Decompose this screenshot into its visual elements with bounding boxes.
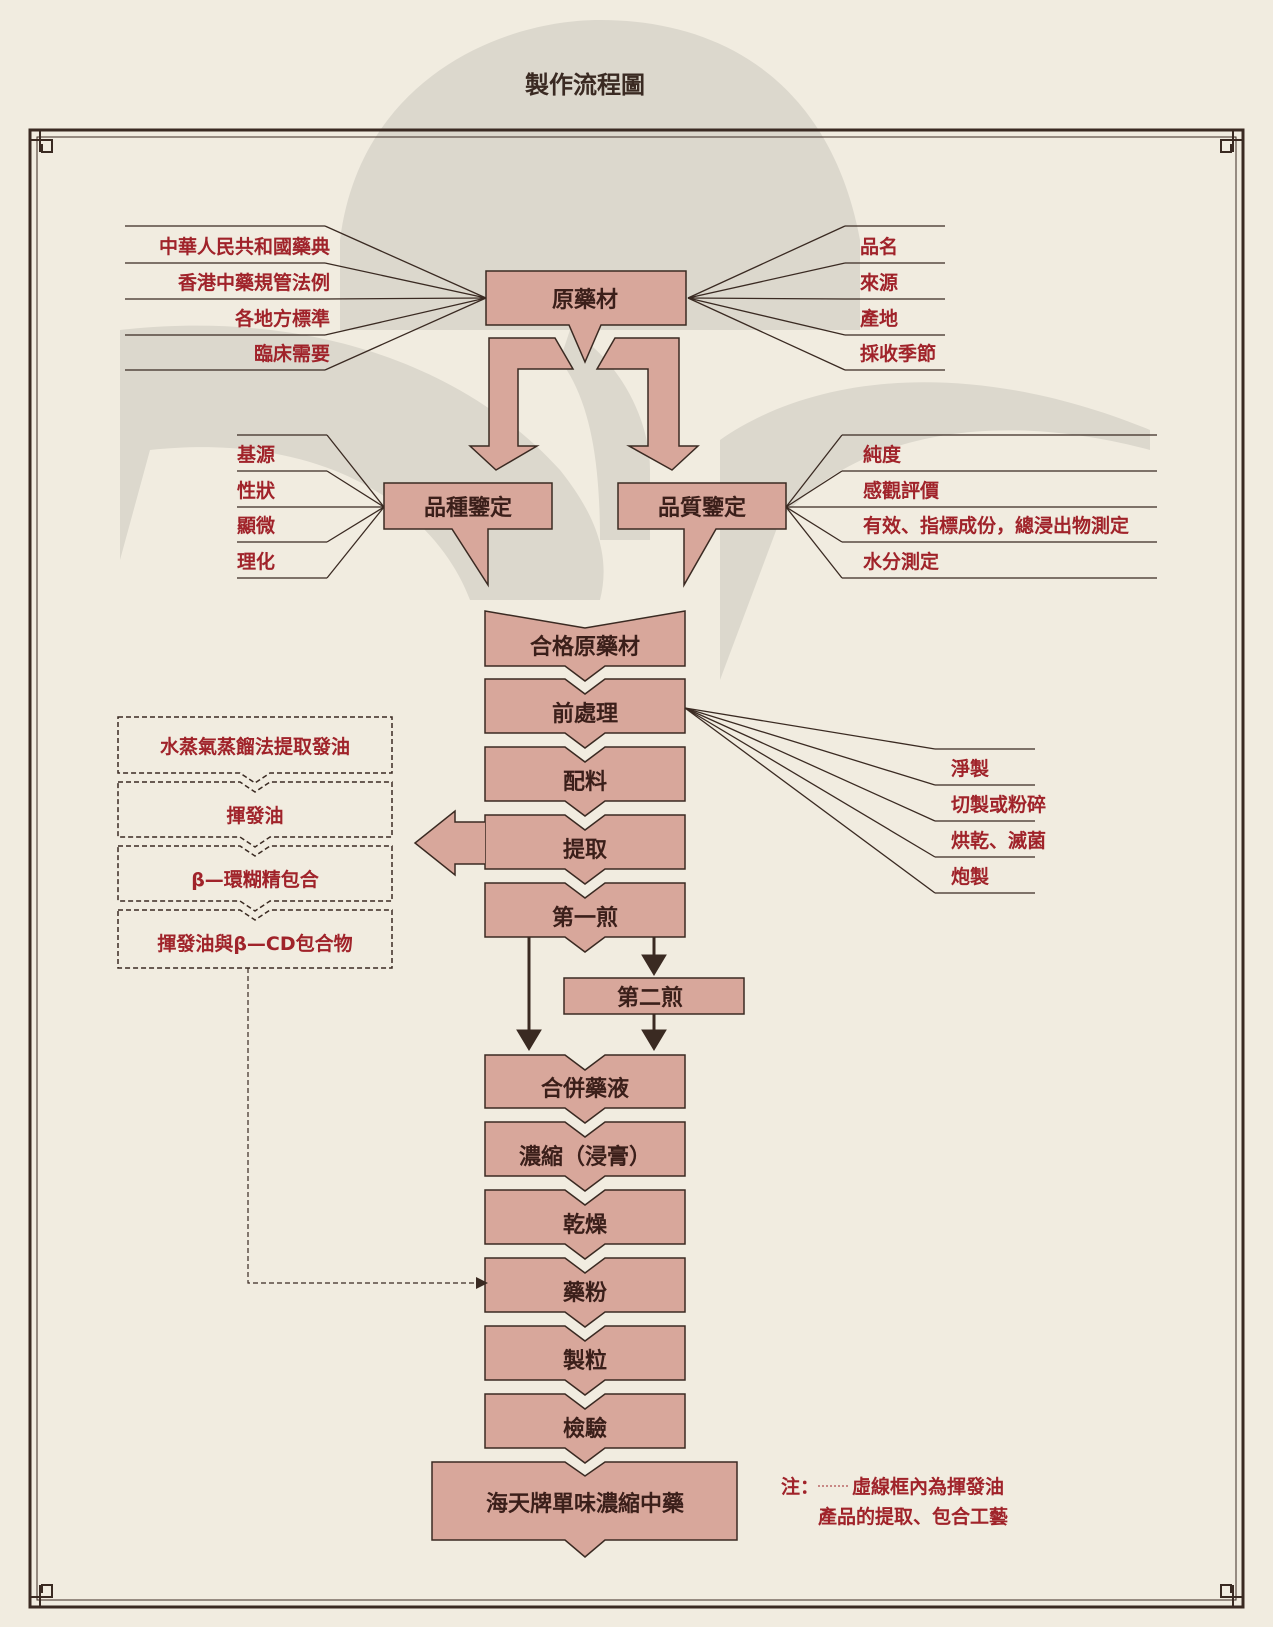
step-powder-shape xyxy=(484,1257,686,1328)
outer-frame xyxy=(28,128,1245,1609)
main-chain xyxy=(431,610,738,1558)
step-granulation-label: 製粒 xyxy=(562,1348,607,1374)
species-id-connectors xyxy=(237,434,385,579)
left-standard-label: 香港中藥規管法例 xyxy=(177,271,330,294)
quality-id-item: 有效、指標成份，總浸出物測定 xyxy=(863,514,1129,537)
quality-id-item: 水分測定 xyxy=(863,550,939,573)
species-id-item: 性狀 xyxy=(237,479,276,502)
pretreatment-items: 淨製 切製或粉碎 烘乾、滅菌 炮製 xyxy=(951,757,1046,888)
species-id-items: 基源 性狀 顯微 理化 xyxy=(236,443,276,573)
quality-id-item: 純度 xyxy=(863,443,902,466)
volatile-oil-step-label: β—環糊精包合 xyxy=(191,868,320,891)
volatile-oil-dashed-connector xyxy=(247,968,478,1284)
step-combined-label: 合併藥液 xyxy=(541,1076,629,1102)
left-standard-label: 臨床需要 xyxy=(254,342,330,365)
volatile-oil-arrowhead xyxy=(476,1277,488,1289)
note-prefix: 注： xyxy=(781,1475,819,1498)
step-drying-shape xyxy=(484,1189,686,1260)
note: 注： 虛線框內為揮發油 產品的提取、包合工藝 xyxy=(781,1475,1008,1528)
pretreatment-item: 烘乾、滅菌 xyxy=(951,829,1046,852)
frame-corner-ornament-bottom-right xyxy=(1220,1584,1243,1607)
volatile-oil-box xyxy=(117,716,393,784)
pretreatment-item: 淨製 xyxy=(951,757,989,780)
step-concentrate-shape xyxy=(484,1121,686,1192)
step-second-decoction-label: 第二煎 xyxy=(617,985,683,1011)
step-inspection-label: 檢驗 xyxy=(563,1416,607,1442)
decoction-arrows xyxy=(516,937,667,1051)
quality-id-node xyxy=(617,482,787,588)
right-attributes-labels: 品名 來源 產地 採收季節 xyxy=(860,235,936,365)
raw-material-node xyxy=(485,270,687,364)
frame-corner-ornament-bottom-left xyxy=(30,1584,53,1607)
species-id-node xyxy=(383,482,553,588)
quality-id-label: 品質鑒定 xyxy=(658,495,746,521)
extraction-left-arrow xyxy=(413,809,485,877)
quality-id-items: 純度 感觀評價 有效、指標成份，總浸出物測定 水分測定 xyxy=(863,443,1129,573)
right-attributes-connectors xyxy=(687,225,945,371)
split-arrow-right xyxy=(595,337,700,471)
left-standard-label: 中華人民共和國藥典 xyxy=(159,235,330,258)
right-attribute-label: 品名 xyxy=(860,235,898,258)
step-product-shape xyxy=(431,1461,738,1558)
quality-id-item: 感觀評價 xyxy=(863,479,940,502)
species-id-item: 基源 xyxy=(236,443,275,466)
step-combined-shape xyxy=(484,1054,686,1124)
step-pretreatment-shape xyxy=(484,678,686,749)
step-extraction-shape xyxy=(484,814,686,885)
species-id-item: 理化 xyxy=(237,550,275,573)
species-id-item: 顯微 xyxy=(237,514,276,537)
step-drying-label: 乾燥 xyxy=(563,1212,608,1238)
step-first-decoction-label: 第一煎 xyxy=(552,905,618,931)
step-formulation-label: 配料 xyxy=(563,770,607,795)
left-standards-labels: 中華人民共和國藥典 香港中藥規管法例 各地方標準 臨床需要 xyxy=(159,235,330,365)
chart-title: 製作流程圖 xyxy=(525,71,645,99)
left-standard-label: 各地方標準 xyxy=(234,307,330,330)
species-id-label: 品種鑒定 xyxy=(424,495,512,521)
step-pretreatment-label: 前處理 xyxy=(552,701,618,727)
frame-corner-ornament-top-right xyxy=(1220,130,1243,153)
volatile-oil-steps xyxy=(117,716,478,1284)
right-attribute-label: 產地 xyxy=(860,307,898,330)
pretreatment-item: 切製或粉碎 xyxy=(951,793,1046,816)
note-line2: 產品的提取、包合工藝 xyxy=(818,1505,1008,1528)
note-line1: 虛線框內為揮發油 xyxy=(852,1475,1004,1498)
volatile-oil-step-label: 揮發油 xyxy=(226,804,283,827)
volatile-oil-step-label: 揮發油與β—CD包合物 xyxy=(157,932,352,955)
right-attribute-label: 來源 xyxy=(860,271,898,294)
step-concentrate-label: 濃縮（浸膏） xyxy=(519,1144,651,1170)
split-arrow-left xyxy=(468,337,575,471)
step-powder-label: 藥粉 xyxy=(562,1281,607,1306)
step-product-label: 海天牌單味濃縮中藥 xyxy=(486,1491,685,1517)
step-inspection-shape xyxy=(484,1393,686,1464)
volatile-oil-labels: 水蒸氣蒸餾法提取發油 揮發油 β—環糊精包合 揮發油與β—CD包合物 xyxy=(157,735,352,955)
step-formulation-shape xyxy=(484,746,686,817)
main-chain-labels: 合格原藥材 前處理 配料 提取 第一煎 合併藥液 濃縮（浸膏） 乾燥 藥粉 製粒… xyxy=(486,634,685,1517)
quality-id-connectors xyxy=(785,434,1157,579)
second-decoction-node xyxy=(563,977,745,1015)
step-qualified-label: 合格原藥材 xyxy=(530,634,640,660)
volatile-oil-step-label: 水蒸氣蒸餾法提取發油 xyxy=(160,735,350,758)
pretreatment-connectors xyxy=(684,707,1035,894)
step-first-decoction-shape xyxy=(484,882,686,953)
left-standards-connectors xyxy=(125,225,487,371)
raw-material-label: 原藥材 xyxy=(552,288,618,313)
right-attribute-label: 採收季節 xyxy=(860,342,936,365)
step-extraction-label: 提取 xyxy=(563,837,607,863)
step-granulation-shape xyxy=(484,1325,686,1396)
volatile-oil-box xyxy=(117,909,393,969)
pretreatment-item: 炮製 xyxy=(951,865,989,888)
step-qualified-shape xyxy=(484,610,686,682)
frame-corner-ornament-top-left xyxy=(30,130,53,153)
